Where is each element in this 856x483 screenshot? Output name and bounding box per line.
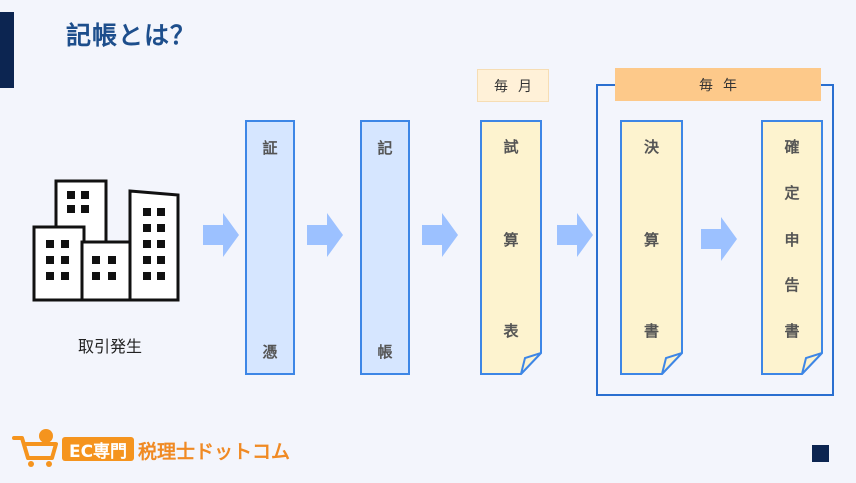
document-trial-balance-char-2: 算 [503, 231, 519, 249]
source-label: 取引発生 [77, 337, 142, 356]
document-voucher-char-bottom: 憑 [262, 343, 278, 361]
document-trial-balance-char-1: 試 [503, 138, 519, 156]
document-voucher-char-top: 証 [262, 139, 278, 157]
document-bookkeeping: 記 帳 [360, 120, 410, 375]
monthly-tag: 毎月 [477, 69, 549, 102]
buildings-icon [32, 179, 180, 302]
document-financial-statements-char-1: 決 [643, 138, 659, 156]
folded-page-icon [620, 120, 683, 375]
flow-arrow-1 [203, 213, 239, 257]
document-tax-return: 確 定 申 告 書 [761, 120, 823, 375]
flow-arrow-4 [557, 213, 593, 257]
document-tax-return-char-4: 告 [784, 276, 800, 294]
accent-bar [0, 12, 14, 88]
folded-page-icon [480, 120, 542, 375]
document-tax-return-char-2: 定 [784, 184, 800, 202]
cart-logo-icon [12, 429, 58, 467]
document-bookkeeping-char-bottom: 帳 [377, 343, 393, 361]
yearly-tag: 毎年 [615, 68, 821, 101]
folded-page-icon [761, 120, 823, 375]
nav-square[interactable] [812, 445, 829, 462]
document-tax-return-char-1: 確 [784, 138, 800, 156]
document-financial-statements-char-3: 書 [643, 322, 659, 340]
document-bookkeeping-char-top: 記 [377, 139, 393, 157]
document-voucher: 証 憑 [245, 120, 295, 375]
document-financial-statements-char-2: 算 [643, 231, 659, 249]
document-financial-statements: 決 算 書 [620, 120, 683, 375]
document-trial-balance-char-3: 表 [503, 322, 519, 340]
page-title: 記帳とは？ [66, 21, 197, 50]
document-trial-balance: 試 算 表 [480, 120, 542, 375]
flow-arrow-5 [701, 217, 737, 261]
document-tax-return-char-3: 申 [784, 231, 800, 249]
flow-arrow-3 [422, 213, 458, 257]
flow-arrow-2 [307, 213, 343, 257]
logo-text: 税理士ドットコム [138, 441, 291, 463]
logo-badge: EC専門 [62, 437, 134, 462]
document-tax-return-char-5: 書 [784, 322, 800, 340]
